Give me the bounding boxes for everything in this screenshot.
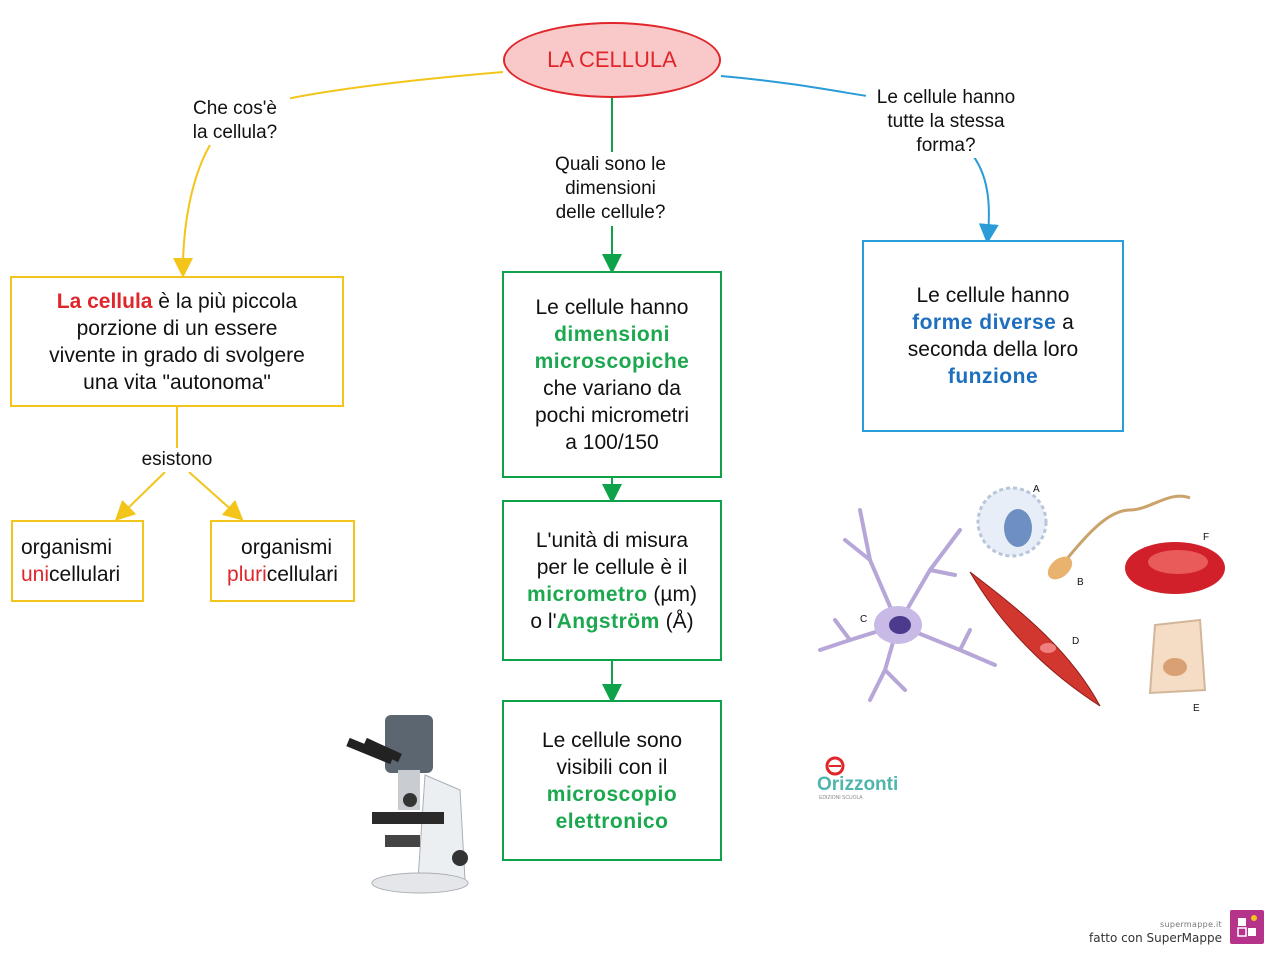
cell-label-b: B bbox=[1077, 577, 1084, 588]
cell-types-illustration bbox=[818, 486, 1225, 707]
edge-label-esistono: esistono bbox=[132, 448, 222, 472]
cell-label-e: E bbox=[1193, 703, 1200, 714]
pluricellular-node[interactable]: organismi pluricellulari bbox=[210, 520, 355, 602]
definition-highlight: La cellula bbox=[56, 289, 153, 313]
footer: supermappe.it fatto con SuperMappe bbox=[1089, 920, 1222, 945]
visible-node[interactable]: Le cellule sono visibili con il microsco… bbox=[502, 700, 722, 861]
footer-site[interactable]: supermappe.it bbox=[1160, 920, 1222, 929]
shapes-node[interactable]: Le cellule hanno forme diverse a seconda… bbox=[862, 240, 1124, 432]
unicellular-node[interactable]: organismi unicellulari bbox=[11, 520, 144, 602]
orizzonti-logo: Orizzonti EDIZIONI SCUOLA bbox=[817, 756, 913, 806]
cell-label-d: D bbox=[1072, 636, 1080, 647]
root-label: LA CELLULA bbox=[547, 47, 677, 72]
edge-label-shapes bbox=[973, 156, 999, 244]
orizzonti-mark-icon bbox=[825, 756, 845, 776]
cell-label-f: F bbox=[1203, 532, 1210, 543]
supermappe-logo-icon[interactable] bbox=[1230, 910, 1264, 944]
unit-node[interactable]: L'unità di misura per le cellule è il mi… bbox=[502, 500, 722, 661]
neuron-cell bbox=[818, 508, 997, 702]
definition-node[interactable]: La cellula è la più piccola porzione di … bbox=[10, 276, 344, 407]
footer-made-with: fatto con SuperMappe bbox=[1089, 931, 1222, 945]
cell-label-c: C bbox=[860, 614, 868, 625]
root-node[interactable]: LA CELLULA bbox=[503, 22, 721, 98]
cell-label-a: A bbox=[1033, 484, 1040, 495]
edge-root-shapes bbox=[720, 75, 874, 98]
edge-label-definition bbox=[173, 144, 211, 278]
edge-esistono-pluri bbox=[188, 471, 244, 521]
microscope-illustration bbox=[346, 715, 469, 894]
edge-esistono-uni bbox=[114, 471, 166, 521]
dimensions-node[interactable]: Le cellule hanno dimensioni microscopich… bbox=[502, 271, 722, 478]
